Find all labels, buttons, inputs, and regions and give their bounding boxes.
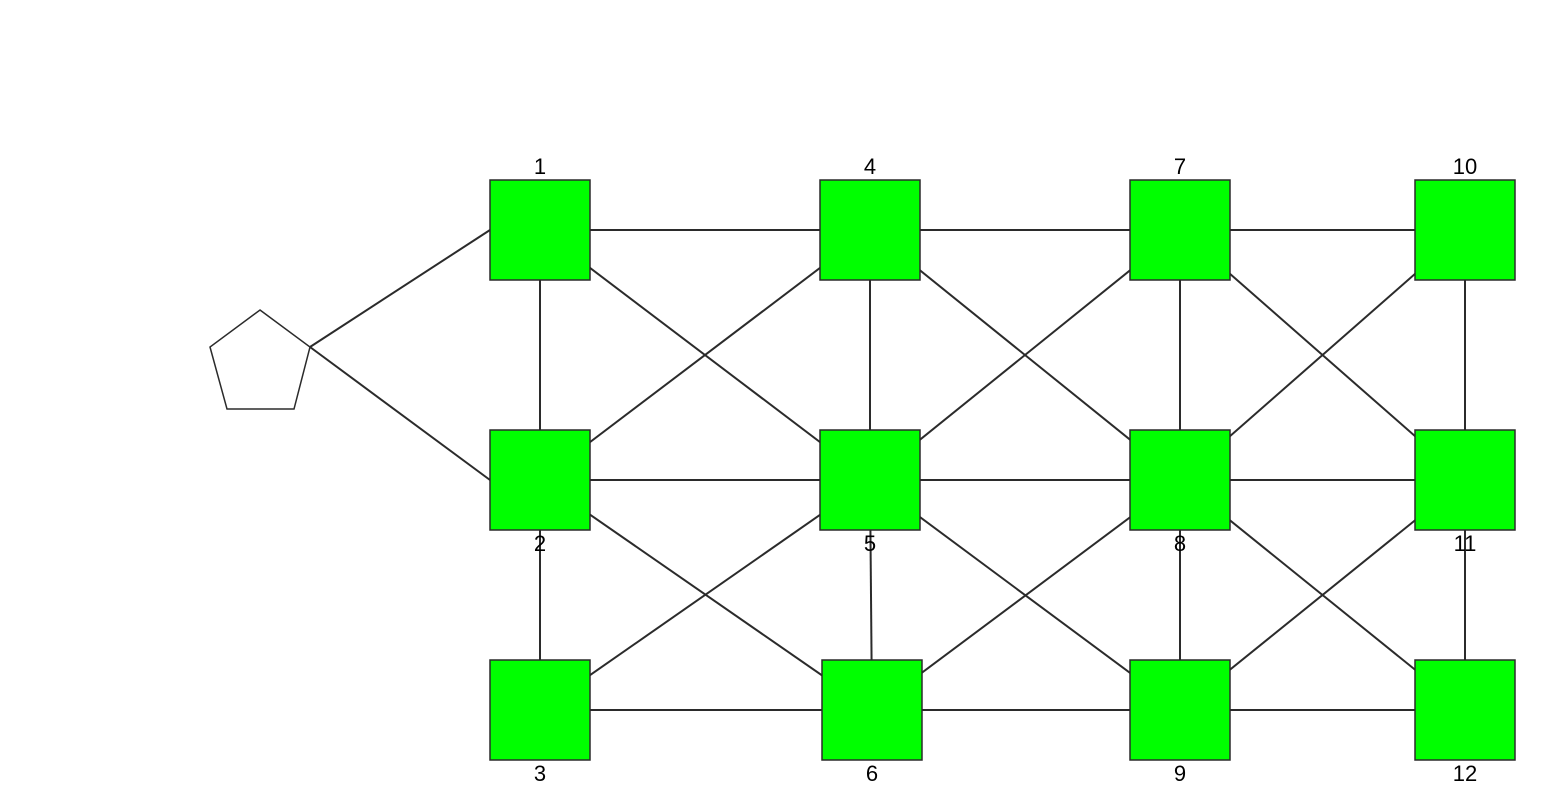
node-label-3: 3 [534, 761, 546, 786]
node-label-1: 1 [534, 154, 546, 179]
node-label-10: 10 [1453, 154, 1477, 179]
node-label-5: 5 [864, 531, 876, 556]
node-box-9[interactable] [1129, 659, 1231, 761]
node-box-12[interactable] [1414, 659, 1516, 761]
hub-layer [209, 309, 311, 410]
node-box-4[interactable] [819, 179, 921, 281]
edge-7-5 [869, 229, 1181, 481]
edge-8-6 [871, 479, 1181, 711]
node-box-1[interactable] [489, 179, 591, 281]
node-box-10[interactable] [1414, 179, 1516, 281]
node-10[interactable]: 10 [1414, 154, 1516, 281]
node-label-12: 12 [1453, 761, 1477, 786]
node-3[interactable]: 3 [489, 659, 591, 786]
edge-5-3 [539, 479, 871, 711]
edge-4-2 [539, 229, 871, 481]
node-box-2[interactable] [489, 429, 591, 531]
node-7[interactable]: 7 [1129, 154, 1231, 281]
node-4[interactable]: 4 [819, 154, 921, 281]
node-5[interactable]: 5 [819, 429, 921, 556]
node-2[interactable]: 2 [489, 429, 591, 556]
node-box-7[interactable] [1129, 179, 1231, 281]
node-box-6[interactable] [821, 659, 923, 761]
node-label-4: 4 [864, 154, 876, 179]
node-box-3[interactable] [489, 659, 591, 761]
edge-hub-1 [309, 229, 491, 348]
node-1[interactable]: 1 [489, 154, 591, 281]
edge-hub-2 [309, 346, 491, 481]
node-8[interactable]: 8 [1129, 429, 1231, 556]
node-label-11: 11 [1454, 531, 1477, 556]
node-11[interactable]: 11 [1414, 429, 1516, 556]
node-label-7: 7 [1174, 154, 1186, 179]
node-label-6: 6 [866, 761, 878, 786]
hub-pentagon[interactable] [209, 309, 311, 410]
node-9[interactable]: 9 [1129, 659, 1231, 786]
node-12[interactable]: 12 [1414, 659, 1516, 786]
node-box-8[interactable] [1129, 429, 1231, 531]
node-label-9: 9 [1174, 761, 1186, 786]
node-label-2: 2 [534, 531, 546, 556]
node-box-5[interactable] [819, 429, 921, 531]
node-box-11[interactable] [1414, 429, 1516, 531]
node-6[interactable]: 6 [821, 659, 923, 786]
node-label-8: 8 [1174, 531, 1186, 556]
